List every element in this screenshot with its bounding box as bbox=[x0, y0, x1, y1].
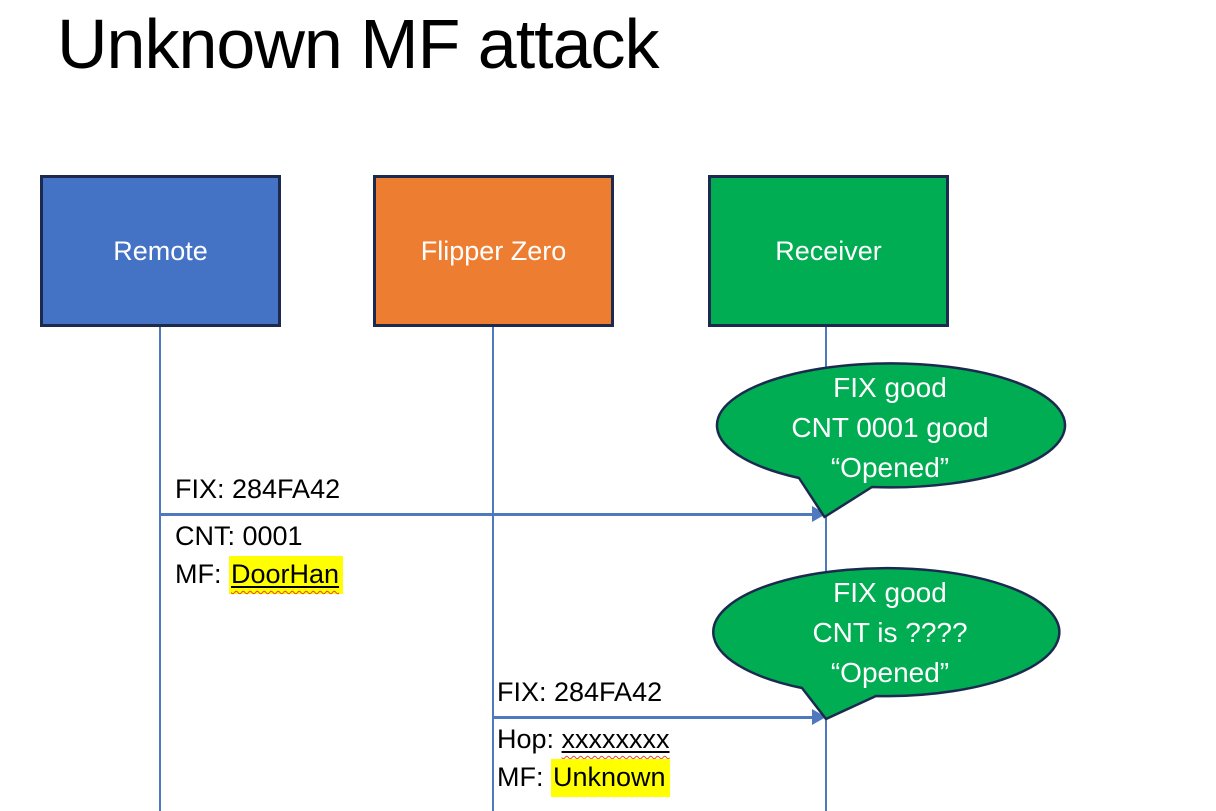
message-1-mf-value: DoorHan bbox=[231, 559, 340, 589]
message-2-mf-line: MF: Unknown bbox=[497, 758, 670, 797]
lifeline-remote bbox=[159, 327, 161, 811]
message-1-mf-prefix: MF: bbox=[175, 559, 229, 589]
message-2-label-fix: FIX: 284FA42 bbox=[497, 673, 662, 711]
callout-2-line: CNT is ???? bbox=[812, 617, 968, 648]
message-1-cnt-line: CNT: 0001 bbox=[175, 517, 343, 555]
arrowhead-icon bbox=[812, 709, 826, 725]
callout-1-line: FIX good bbox=[833, 372, 947, 403]
message-1-mf-line: MF: DoorHan bbox=[175, 555, 344, 594]
actor-label-flipper-zero: Flipper Zero bbox=[420, 235, 567, 266]
message-2-label-details: Hop: xxxxxxxx MF: Unknown bbox=[497, 720, 670, 797]
actor-box-flipper-zero[interactable]: Flipper Zero bbox=[373, 175, 614, 327]
message-2-hop-value: xxxxxxxx bbox=[561, 724, 670, 754]
message-line-remote-to-receiver bbox=[160, 513, 813, 516]
actor-label-remote: Remote bbox=[113, 235, 208, 266]
actor-label-receiver: Receiver bbox=[775, 235, 882, 266]
message-2-mf-prefix: MF: bbox=[497, 762, 551, 792]
highlighted-value: DoorHan bbox=[229, 556, 344, 594]
callout-text-2: FIX good CNT is ???? “Opened” bbox=[715, 573, 1065, 693]
lifeline-flipper-zero bbox=[492, 327, 494, 811]
slide-title: Unknown MF attack bbox=[57, 5, 660, 83]
message-1-label-fix: FIX: 284FA42 bbox=[175, 470, 340, 508]
message-2-mf-value: Unknown bbox=[553, 762, 666, 792]
message-2-hop-line: Hop: xxxxxxxx bbox=[497, 720, 670, 758]
callout-text-1: FIX good CNT 0001 good “Opened” bbox=[715, 368, 1065, 488]
message-2-hop-prefix: Hop: bbox=[497, 724, 562, 754]
message-1-label-details: CNT: 0001 MF: DoorHan bbox=[175, 517, 344, 594]
message-2-fix-text: FIX: 284FA42 bbox=[497, 677, 663, 707]
message-1-fix-text: FIX: 284FA42 bbox=[175, 474, 341, 504]
callout-2-line: FIX good bbox=[833, 577, 947, 608]
callout-1-line: CNT 0001 good bbox=[791, 412, 989, 443]
callout-1-line: “Opened” bbox=[830, 452, 950, 483]
highlighted-value: Unknown bbox=[551, 759, 670, 797]
actor-box-receiver[interactable]: Receiver bbox=[708, 175, 949, 327]
arrowhead-icon bbox=[812, 506, 826, 522]
message-1-cnt-text: CNT: 0001 bbox=[175, 521, 303, 551]
message-line-flipper-to-receiver bbox=[493, 716, 813, 719]
callout-2-line: “Opened” bbox=[830, 657, 950, 688]
spellchecked-value: xxxxxxxx bbox=[562, 724, 670, 754]
actor-box-remote[interactable]: Remote bbox=[40, 175, 281, 327]
